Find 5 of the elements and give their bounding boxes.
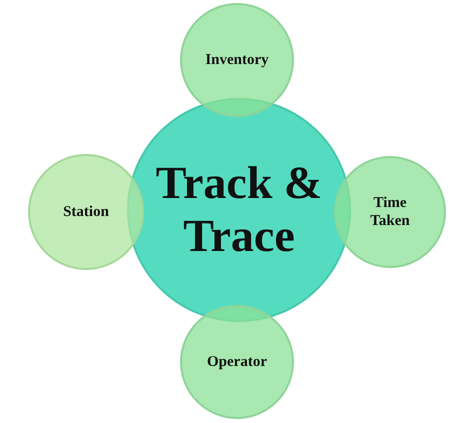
node-label: Station (62, 203, 110, 221)
node-label: Time Taken (369, 194, 411, 230)
title-text: Track & Trace (154, 157, 324, 263)
node-label: Inventory (204, 51, 270, 69)
node-label: Operator (206, 353, 268, 371)
